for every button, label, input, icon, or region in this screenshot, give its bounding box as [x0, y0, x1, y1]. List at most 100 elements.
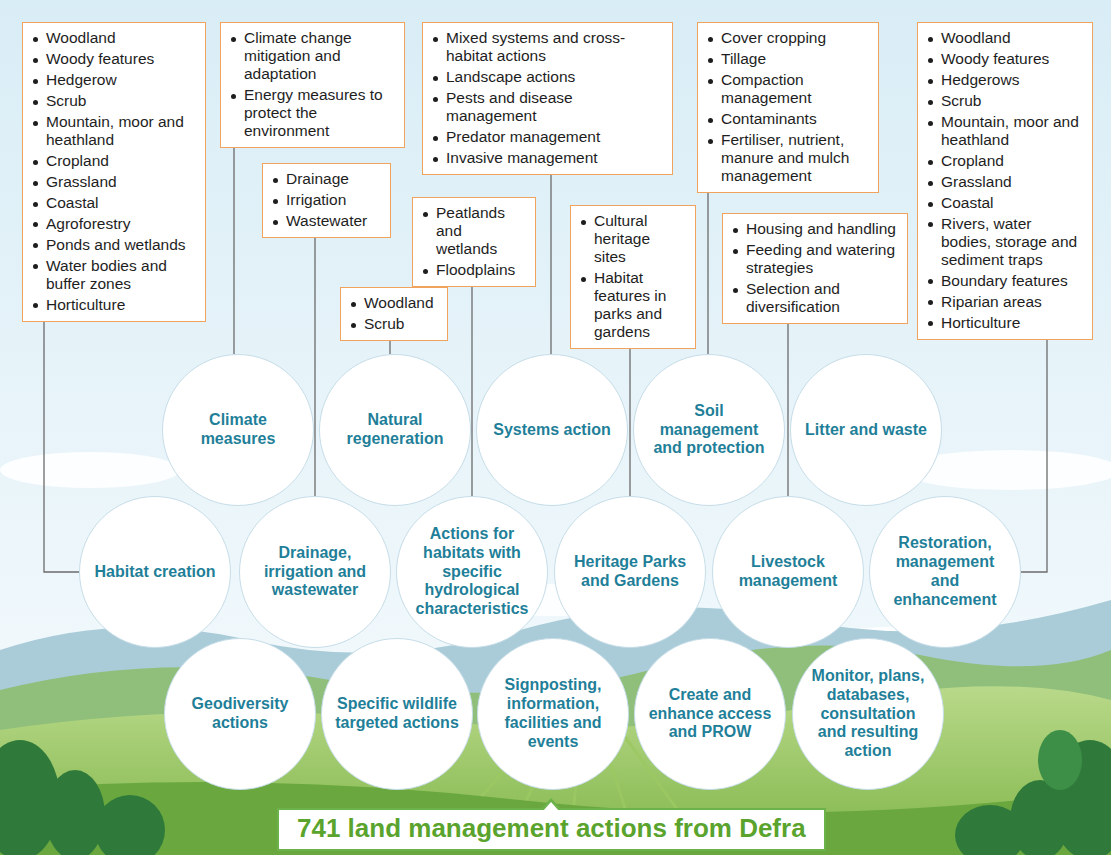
bullet-item: Habitat features in parks and gardens: [580, 269, 686, 341]
bullet-item: Woodland: [32, 29, 196, 47]
category-circle: Habitat creation: [79, 496, 231, 648]
category-circle: Heritage Parks and Gardens: [554, 496, 706, 648]
category-circle: Soil management and protection: [633, 354, 785, 506]
bullet-item: Horticulture: [32, 296, 196, 314]
bullet-list-box: Climate change mitigation and adaptation…: [220, 22, 405, 148]
bullet-item: Ponds and wetlands: [32, 236, 196, 254]
bullet-item: Cultural heritage sites: [580, 212, 686, 266]
bullet-item: Compaction management: [707, 71, 869, 107]
bullet-item: Grassland: [32, 173, 196, 191]
category-label: Restoration, management and enhancement: [883, 534, 1007, 610]
bullet-item: Coastal: [32, 194, 196, 212]
total-banner: 741 land management actions from Defra: [277, 808, 826, 851]
bullet-list-box: WoodlandWoody featuresHedgerowsScrubMoun…: [917, 22, 1093, 340]
category-label: Create and enhance access and PROW: [648, 686, 772, 743]
leader-line: [389, 341, 390, 354]
bullet-item: Mixed systems and cross-habitat actions: [432, 29, 663, 65]
bullet-item: Pests and disease management: [432, 89, 663, 125]
bullet-item: Feeding and watering strategies: [732, 241, 898, 277]
bullet-list-box: Peatlands and wetlandsFloodplains: [412, 197, 536, 287]
bullet-item: Selection and diversification: [732, 280, 898, 316]
bullet-item: Woody features: [927, 50, 1083, 68]
bullet-item: Water bodies and buffer zones: [32, 257, 196, 293]
bullet-item: Irrigation: [272, 191, 381, 209]
bullet-item: Boundary features: [927, 272, 1083, 290]
bullet-item: Predator management: [432, 128, 663, 146]
banner-pointer-fill: [543, 802, 559, 811]
bullet-item: Cropland: [927, 152, 1083, 170]
leader-line: [233, 148, 234, 354]
leader-line: [314, 238, 315, 496]
bullet-list-box: Housing and handlingFeeding and watering…: [722, 213, 908, 324]
bullet-item: Landscape actions: [432, 68, 663, 86]
bullet-item: Scrub: [350, 315, 438, 333]
category-label: Drainage, irrigation and wastewater: [253, 544, 377, 601]
category-circle: Systems action: [476, 354, 628, 506]
category-label: Monitor, plans, databases, consultation …: [806, 667, 930, 761]
leader-line: [787, 324, 788, 496]
bullet-item: Scrub: [32, 92, 196, 110]
bullet-item: Agroforestry: [32, 215, 196, 233]
bullet-list-box: WoodlandScrub: [340, 287, 448, 341]
category-label: Geodiversity actions: [178, 695, 302, 733]
bullet-item: Hedgerows: [927, 71, 1083, 89]
bullet-list-box: DrainageIrrigationWastewater: [262, 163, 391, 238]
category-circle: Litter and waste: [790, 354, 942, 506]
category-circle: Climate measures: [162, 354, 314, 506]
bullet-item: Wastewater: [272, 212, 381, 230]
bullet-item: Cover cropping: [707, 29, 869, 47]
category-circle: Create and enhance access and PROW: [634, 638, 786, 790]
category-label: Signposting, information, facilities and…: [491, 676, 615, 752]
banner-text: 741 land management actions from Defra: [297, 814, 806, 844]
category-circle: Signposting, information, facilities and…: [477, 638, 629, 790]
bullet-item: Climate change mitigation and adaptation: [230, 29, 395, 83]
bullet-item: Horticulture: [927, 314, 1083, 332]
bullet-item: Mountain, moor and heathland: [32, 113, 196, 149]
category-circle: Natural regeneration: [319, 354, 471, 506]
bullet-list-box: WoodlandWoody featuresHedgerowScrubMount…: [22, 22, 206, 322]
bullet-item: Scrub: [927, 92, 1083, 110]
category-circle: Restoration, management and enhancement: [869, 496, 1021, 648]
near-field: [0, 782, 1111, 855]
category-label: Climate measures: [176, 411, 300, 449]
bullet-item: Woody features: [32, 50, 196, 68]
bullet-item: Contaminants: [707, 110, 869, 128]
bullet-item: Energy measures to protect the environme…: [230, 86, 395, 140]
leader-line: [629, 349, 630, 496]
category-label: Heritage Parks and Gardens: [568, 553, 692, 591]
bullet-list-box: Cover croppingTillageCompaction manageme…: [697, 22, 879, 193]
bullet-item: Grassland: [927, 173, 1083, 191]
trees-right: [955, 730, 1111, 855]
category-label: Litter and waste: [804, 421, 928, 440]
bullet-item: Housing and handling: [732, 220, 898, 238]
bullet-item: Coastal: [927, 194, 1083, 212]
trees-left: [0, 740, 165, 855]
bullet-item: Cropland: [32, 152, 196, 170]
category-label: Natural regeneration: [333, 411, 457, 449]
bullet-item: Drainage: [272, 170, 381, 188]
leader-line: [550, 175, 551, 354]
category-circle: Drainage, irrigation and wastewater: [239, 496, 391, 648]
category-circle: Monitor, plans, databases, consultation …: [792, 638, 944, 790]
category-circle: Geodiversity actions: [164, 638, 316, 790]
category-label: Livestock management: [726, 553, 850, 591]
category-label: Systems action: [490, 421, 614, 440]
category-circle: Specific wildlife targeted actions: [321, 638, 473, 790]
category-circle: Livestock management: [712, 496, 864, 648]
bullet-item: Invasive management: [432, 149, 663, 167]
bullet-list-box: Cultural heritage sitesHabitat features …: [570, 205, 696, 349]
category-label: Specific wildlife targeted actions: [335, 695, 459, 733]
bullet-item: Rivers, water bodies, storage and sedime…: [927, 215, 1083, 269]
category-label: Actions for habitats with specific hydro…: [410, 525, 534, 619]
category-label: Habitat creation: [93, 563, 217, 582]
leader-line: [707, 193, 708, 354]
bullet-item: Peatlands and wetlands: [422, 204, 526, 258]
leader-line: [44, 322, 79, 572]
bullet-item: Mountain, moor and heathland: [927, 113, 1083, 149]
category-circle: Actions for habitats with specific hydro…: [396, 496, 548, 648]
leader-line: [1021, 340, 1047, 572]
bullet-item: Riparian areas: [927, 293, 1083, 311]
bullet-list-box: Mixed systems and cross-habitat actionsL…: [422, 22, 673, 175]
bullet-item: Woodland: [927, 29, 1083, 47]
